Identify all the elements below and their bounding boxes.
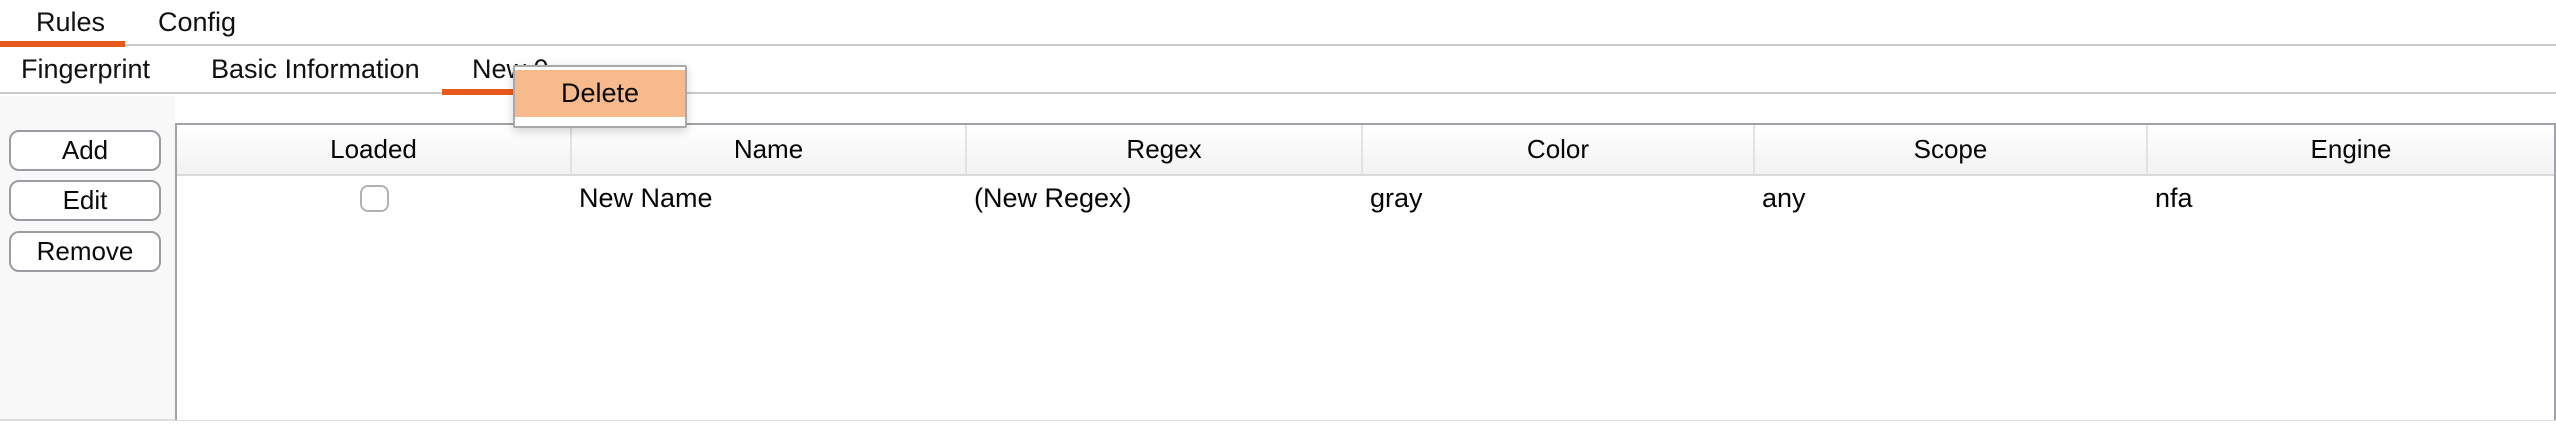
cell-loaded	[177, 176, 572, 220]
tab-basic-information[interactable]: Basic Information	[211, 54, 420, 84]
cell-color: gray	[1370, 182, 1423, 213]
column-header-engine[interactable]: Engine	[2310, 134, 2392, 164]
column-header-scope[interactable]: Scope	[1755, 125, 2148, 174]
edit-button[interactable]: Edit	[9, 180, 161, 221]
table-row[interactable]: New Name (New Regex) gray any nfa	[177, 176, 2554, 220]
loaded-checkbox[interactable]	[360, 184, 389, 212]
tab-rules[interactable]: Rules	[36, 7, 106, 37]
remove-button[interactable]: Remove	[9, 231, 161, 272]
menu-item-delete[interactable]: Delete	[515, 70, 685, 117]
rules-table: Loaded Name Regex Color Scope Engine New…	[175, 123, 2556, 420]
column-header-regex[interactable]: Regex	[967, 125, 1363, 174]
primary-tab-bar: Rules Config	[0, 0, 2556, 46]
active-tab-indicator-rules	[0, 41, 125, 47]
column-header-name[interactable]: Name	[572, 125, 967, 174]
table-header-row: Loaded Name Regex Color Scope Engine	[177, 125, 2554, 176]
sidebar: Add Edit Remove	[0, 96, 175, 421]
context-menu: Delete	[513, 65, 687, 128]
tab-fingerprint[interactable]: Fingerprint	[21, 54, 151, 84]
active-tab-indicator-new-0	[442, 89, 576, 95]
cell-name: New Name	[579, 182, 713, 213]
column-header-loaded[interactable]: Loaded	[177, 125, 572, 174]
secondary-tab-bar: Fingerprint Basic Information New 0	[0, 46, 2556, 94]
window-bottom-border	[0, 419, 2556, 421]
cell-regex: (New Regex)	[974, 182, 1132, 213]
column-header-color[interactable]: Color	[1363, 125, 1755, 174]
tab-config[interactable]: Config	[158, 7, 237, 37]
cell-scope: any	[1762, 182, 1806, 213]
cell-engine: nfa	[2155, 182, 2193, 213]
add-button[interactable]: Add	[9, 130, 161, 171]
